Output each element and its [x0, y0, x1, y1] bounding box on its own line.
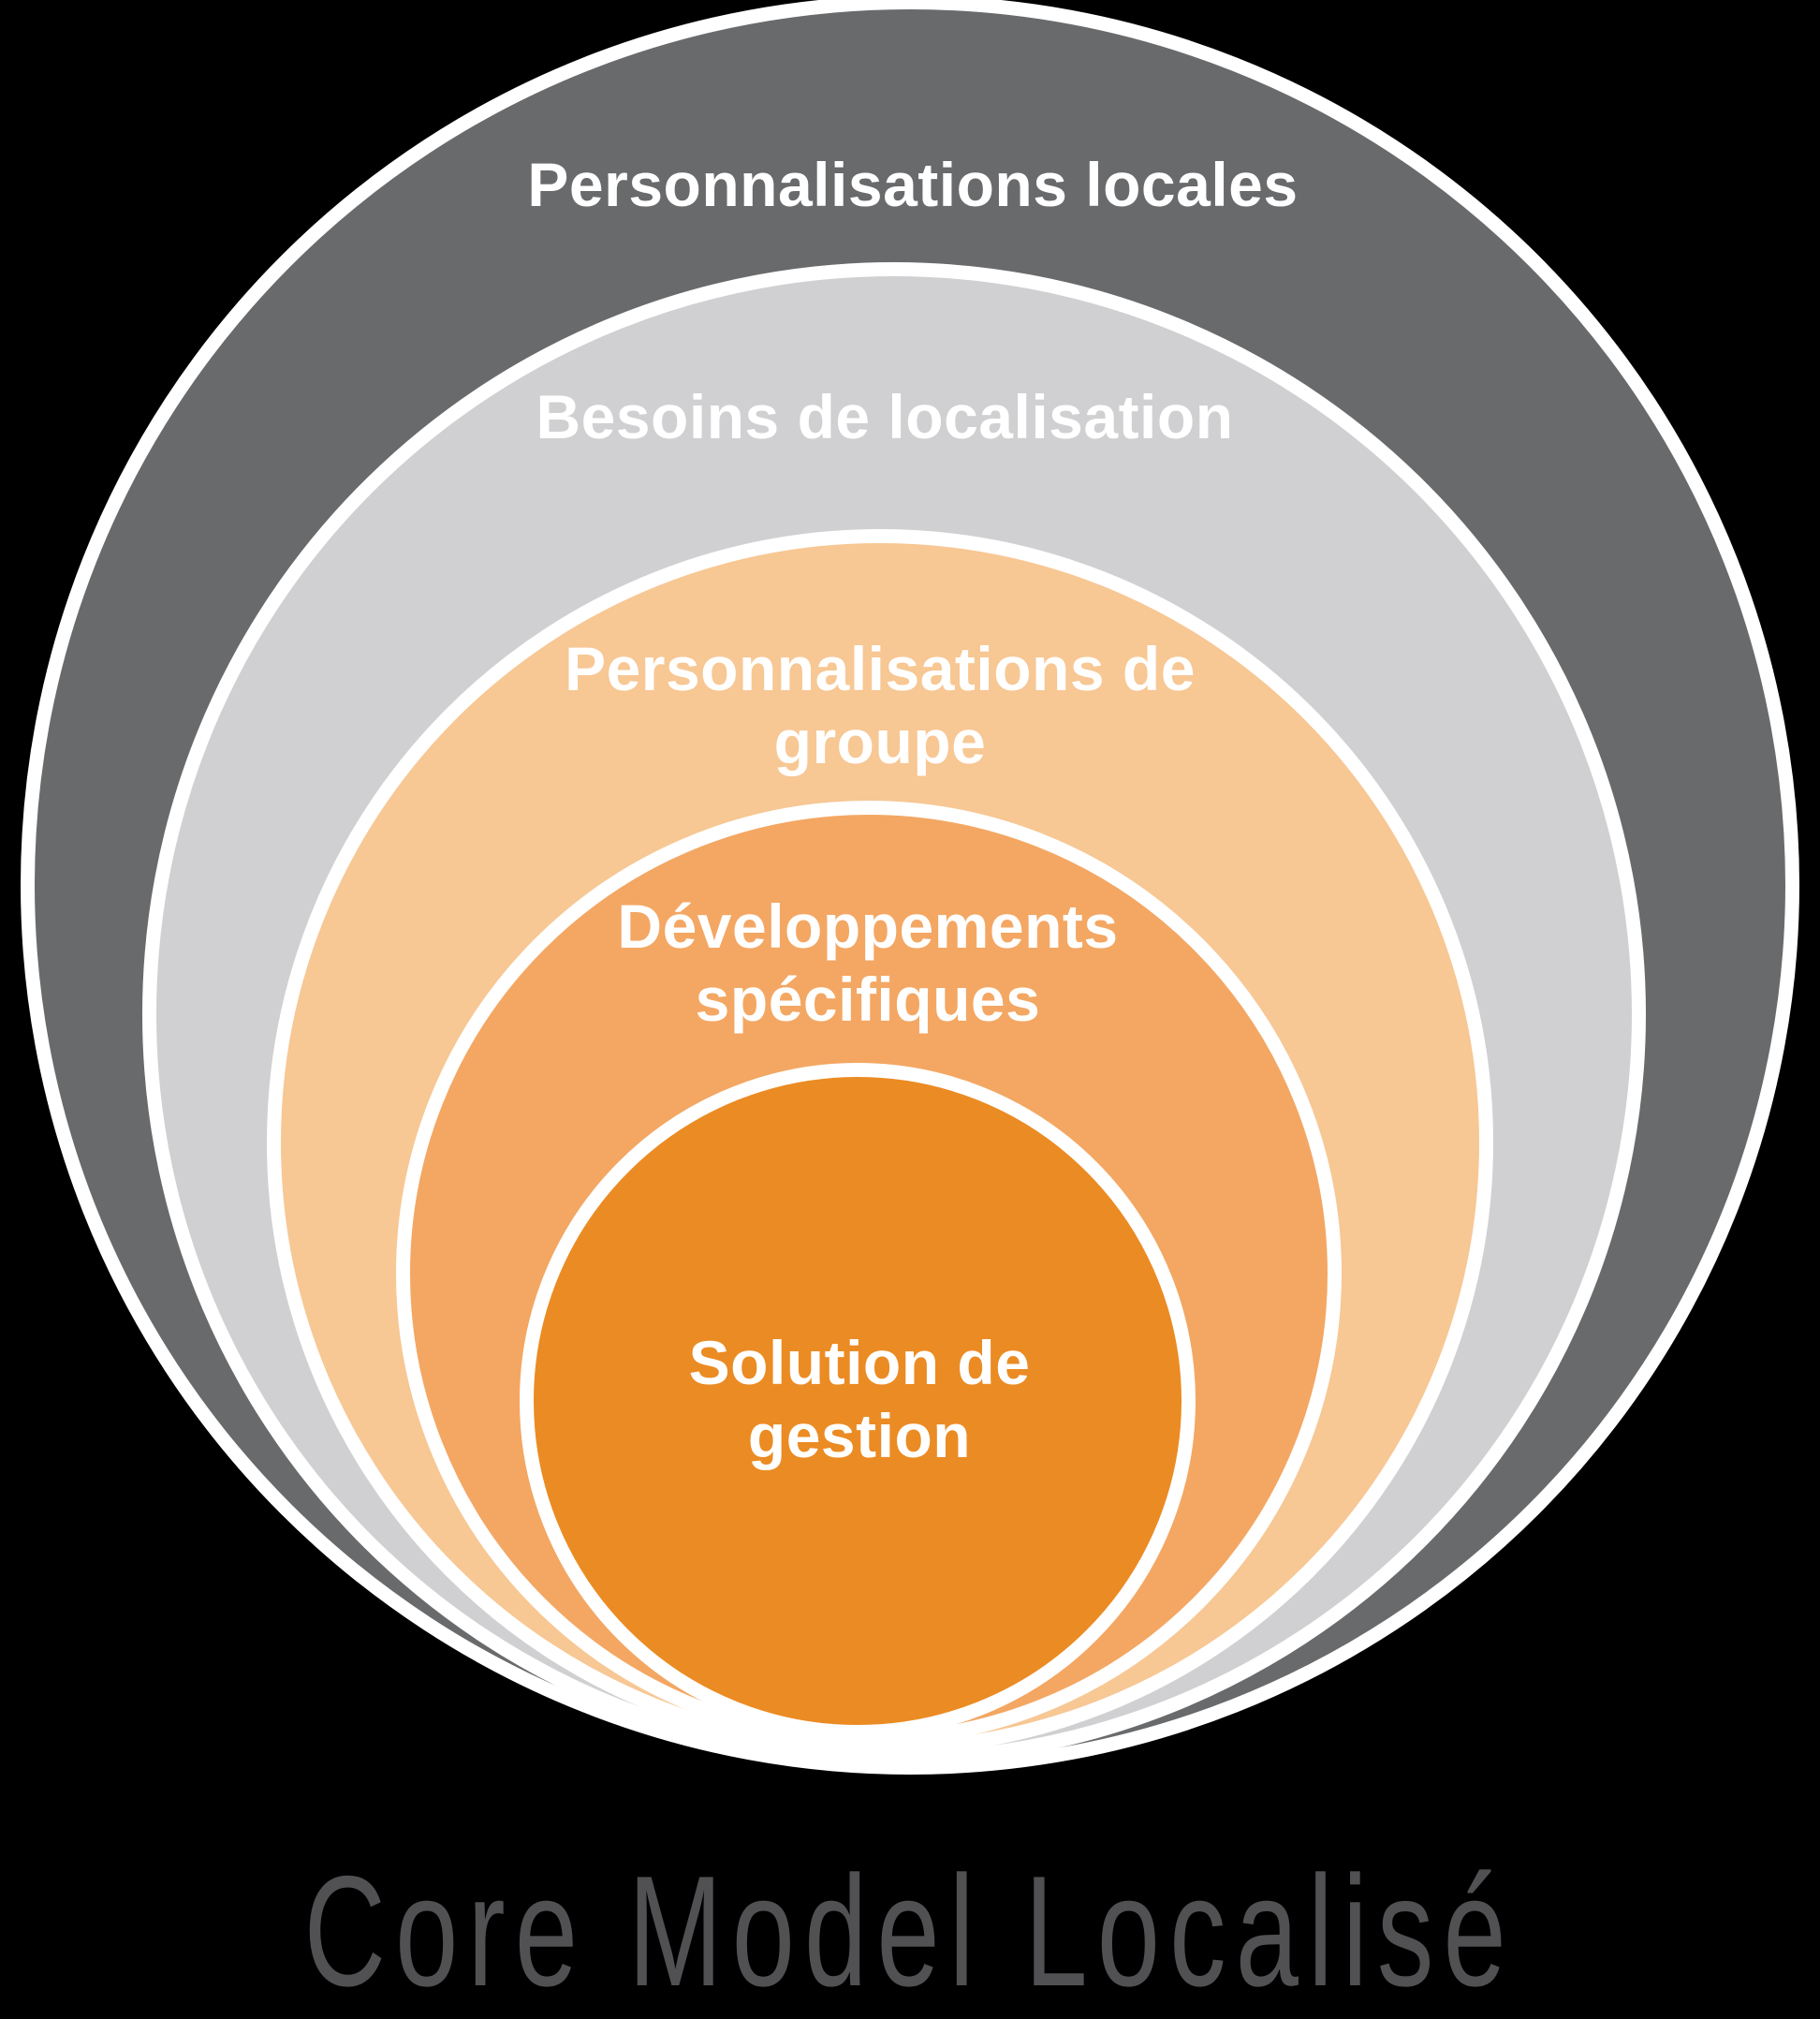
label-personnalisations-locales: Personnalisations locales	[527, 148, 1298, 221]
label-line: gestion	[747, 1401, 972, 1470]
label-line: Solution de	[688, 1328, 1031, 1397]
diagram-caption: Core Model Localisé	[0, 1852, 1820, 2010]
label-developpements-specifiques: Développements spécifiques	[617, 890, 1118, 1036]
label-line: Besoins de localisation	[536, 382, 1234, 451]
label-line: Personnalisations de	[565, 634, 1196, 703]
label-solution-de-gestion: Solution de gestion	[689, 1326, 1031, 1472]
diagram-caption-text: Core Model Localisé	[303, 1843, 1517, 2019]
label-personnalisations-de-groupe: Personnalisations de groupe	[565, 632, 1196, 778]
label-line: spécifiques	[695, 965, 1041, 1034]
label-line: groupe	[773, 707, 987, 776]
label-line: Développements	[617, 892, 1119, 961]
label-line: Personnalisations locales	[527, 150, 1299, 219]
label-besoins-de-localisation: Besoins de localisation	[536, 380, 1233, 453]
